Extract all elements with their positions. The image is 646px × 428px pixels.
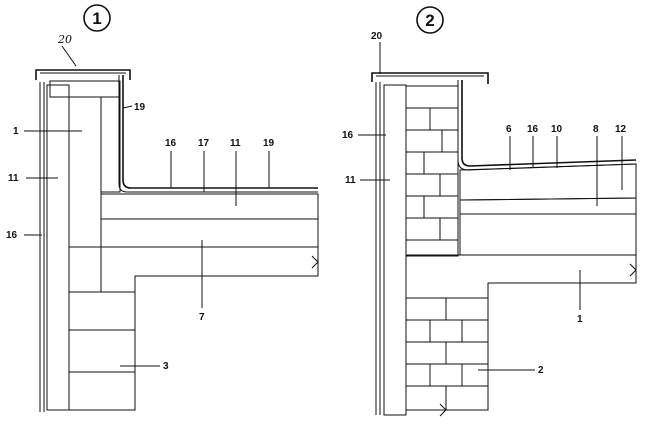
fig1-slab <box>68 246 319 293</box>
fig2-sloping-screed <box>459 213 637 256</box>
figure-2: 2 <box>342 6 637 417</box>
fig2-label-16: 16 <box>527 124 539 135</box>
fig2-label-10: 10 <box>551 124 563 135</box>
fig1-membrane <box>122 75 318 189</box>
fig1-label-19-top: 19 <box>134 102 146 113</box>
fig1-label-7: 7 <box>199 312 205 323</box>
fig2-label-12: 12 <box>615 124 627 135</box>
fig1-label-17: 17 <box>198 138 210 149</box>
fig2-label-6: 6 <box>506 124 512 135</box>
fig2-label-2: 2 <box>538 365 544 376</box>
fig2-label-20: 20 <box>371 31 383 42</box>
fig1-label-16: 16 <box>165 138 177 149</box>
fig2-parapet-masonry <box>405 85 459 257</box>
fig1-parapet-top-insulation <box>49 80 121 98</box>
svg-text:2: 2 <box>425 11 434 30</box>
fig2-layers <box>459 197 637 215</box>
fig1-roof-insulation <box>100 193 319 220</box>
fig1-label-11-left: 11 <box>8 173 19 184</box>
figure-1-number-badge: 1 <box>83 4 111 32</box>
fig2-lower-wall <box>405 297 489 417</box>
figure-2-number-badge: 2 <box>416 6 444 34</box>
fig2-label-16-left: 16 <box>342 130 354 141</box>
fig1-lower-wall <box>68 291 136 411</box>
fig1-sloping-screed <box>100 218 319 248</box>
fig2-label-11-left: 11 <box>345 175 356 186</box>
fig2-label-8: 8 <box>593 124 599 135</box>
fig2-label-1: 1 <box>577 314 583 325</box>
fig1-coping-cap <box>35 69 131 80</box>
fig1-insulation-layer <box>46 84 70 411</box>
fig2-slab <box>405 254 637 299</box>
fig1-parapet-concrete <box>68 96 102 293</box>
fig2-insulation-layer <box>383 84 407 416</box>
fig2-roof-insulation <box>459 163 637 201</box>
fig1-label-1: 1 <box>13 126 19 137</box>
fig2-coping-cap <box>371 72 489 84</box>
figure-1: 1 <box>6 4 319 412</box>
svg-text:1: 1 <box>92 9 101 28</box>
fig1-label-3: 3 <box>163 361 169 372</box>
fig1-label-11: 11 <box>230 138 241 149</box>
fig1-label-20: 20 <box>57 33 72 46</box>
fig1-label-16-left: 16 <box>6 230 18 241</box>
fig1-label-19: 19 <box>263 138 275 149</box>
fig2-membrane <box>461 80 637 167</box>
